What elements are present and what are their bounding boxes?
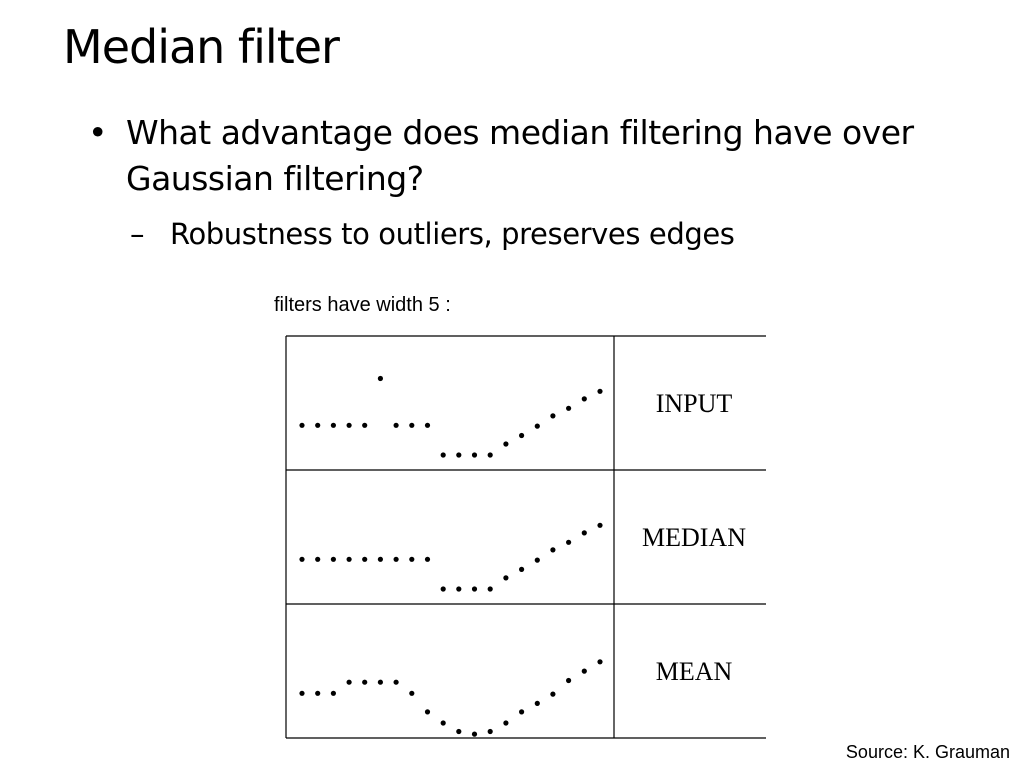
data-point bbox=[424, 709, 431, 715]
data-point bbox=[487, 728, 493, 735]
data-point bbox=[487, 452, 493, 458]
data-point bbox=[424, 422, 431, 428]
data-point bbox=[299, 690, 305, 696]
data-point bbox=[550, 547, 556, 553]
data-point bbox=[315, 556, 321, 562]
data-point bbox=[456, 728, 462, 735]
data-point bbox=[581, 668, 587, 674]
data-point bbox=[362, 679, 368, 685]
sub-bullet-marker: – bbox=[130, 217, 145, 251]
data-point bbox=[377, 375, 383, 382]
data-point bbox=[456, 452, 462, 458]
data-point bbox=[330, 556, 336, 562]
data-point bbox=[581, 396, 587, 402]
data-point bbox=[346, 679, 352, 685]
source-credit: Source: K. Grauman bbox=[845, 742, 1010, 762]
sub-bullet-item: – Robustness to outliers, preserves edge… bbox=[88, 214, 968, 254]
figure-row-median: MEDIAN bbox=[299, 522, 746, 592]
sub-bullet-text: Robustness to outliers, preserves edges bbox=[170, 217, 735, 251]
figure-frame bbox=[285, 335, 766, 739]
data-point bbox=[566, 405, 572, 411]
data-point bbox=[330, 422, 336, 428]
data-point bbox=[393, 679, 399, 685]
figure-row-input: INPUT bbox=[299, 375, 733, 458]
data-point bbox=[597, 388, 603, 394]
data-point bbox=[487, 586, 493, 592]
data-point bbox=[503, 575, 509, 581]
bullet-item: • What advantage does median filtering h… bbox=[88, 110, 968, 202]
figure-rows: INPUT MEDIAN MEAN bbox=[299, 375, 746, 737]
data-point bbox=[597, 522, 603, 528]
data-point bbox=[550, 691, 556, 697]
row-label-median: MEDIAN bbox=[642, 523, 746, 552]
data-point bbox=[440, 720, 446, 726]
data-point bbox=[471, 452, 478, 458]
data-point bbox=[409, 422, 415, 428]
data-point bbox=[362, 422, 368, 428]
data-point bbox=[566, 539, 572, 545]
data-point bbox=[377, 556, 383, 562]
filter-comparison-figure: INPUT MEDIAN MEAN bbox=[285, 335, 766, 739]
row-label-input: INPUT bbox=[656, 389, 733, 418]
data-point bbox=[299, 556, 305, 562]
data-point bbox=[315, 422, 321, 428]
data-point bbox=[424, 556, 431, 562]
figure-caption: filters have width 5 : bbox=[274, 294, 451, 316]
row-label-mean: MEAN bbox=[656, 657, 733, 686]
data-point bbox=[534, 700, 540, 706]
data-point bbox=[471, 731, 478, 737]
bullet-marker: • bbox=[88, 113, 107, 152]
data-point bbox=[519, 709, 525, 715]
figure-row-mean: MEAN bbox=[299, 657, 732, 737]
data-point bbox=[456, 586, 462, 592]
data-point bbox=[471, 586, 478, 592]
data-point bbox=[393, 556, 399, 562]
data-point bbox=[362, 556, 368, 562]
data-point bbox=[440, 452, 446, 458]
data-point bbox=[409, 690, 415, 696]
data-point bbox=[519, 432, 525, 439]
data-point bbox=[330, 690, 336, 696]
data-point bbox=[519, 566, 525, 572]
slide-title: Median filter bbox=[63, 20, 340, 74]
data-point bbox=[534, 557, 540, 563]
data-point bbox=[581, 530, 587, 536]
data-point bbox=[566, 677, 572, 684]
bullet-text: What advantage does median filtering hav… bbox=[126, 113, 914, 198]
data-point bbox=[503, 720, 509, 726]
data-point bbox=[409, 556, 415, 562]
data-point bbox=[346, 556, 352, 562]
data-point bbox=[393, 422, 399, 428]
data-point bbox=[440, 586, 446, 592]
data-point bbox=[503, 441, 509, 447]
data-point bbox=[597, 659, 603, 665]
data-point bbox=[346, 422, 352, 428]
bullet-list: • What advantage does median filtering h… bbox=[88, 110, 968, 254]
data-point bbox=[377, 679, 383, 685]
data-point bbox=[534, 423, 540, 429]
data-point bbox=[315, 690, 321, 696]
data-point bbox=[550, 413, 556, 419]
data-point bbox=[299, 422, 305, 428]
